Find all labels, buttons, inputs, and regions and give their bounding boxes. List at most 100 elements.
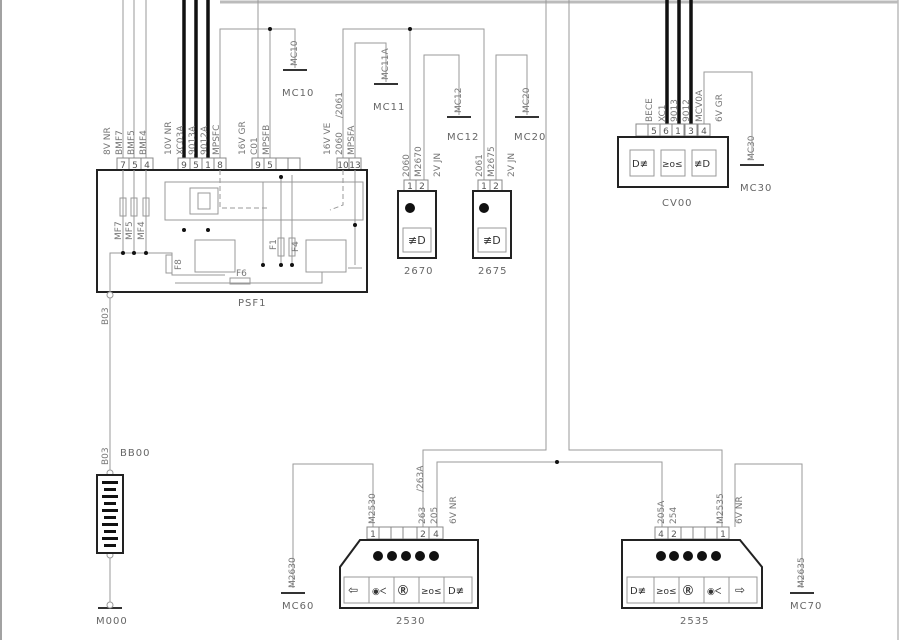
svg-text:F1: F1 xyxy=(269,239,279,250)
svg-text:254: 254 xyxy=(669,507,679,524)
mc70-label: MC70 xyxy=(790,601,822,612)
svg-text:10V NR: 10V NR xyxy=(164,122,174,155)
svg-text:4: 4 xyxy=(433,530,439,540)
svg-text:9012A: 9012A xyxy=(200,125,210,155)
indicator-arrow-icon: ⇨ xyxy=(735,583,745,597)
psf1-fuse-box: MF7 MF5 MF4 F8 F1 F4 F6 xyxy=(96,169,368,293)
mc30-label: MC30 xyxy=(740,183,772,194)
rear-fog-icon: D≢ xyxy=(630,586,646,597)
fog-lamp-icon: ≢D xyxy=(483,234,501,247)
svg-text:6: 6 xyxy=(663,127,669,137)
sidelight-icon: ≥o≤ xyxy=(656,587,677,597)
psf1-wires xyxy=(122,0,528,180)
indicator-arrow-icon: ⇦ xyxy=(348,583,358,597)
svg-text:8: 8 xyxy=(217,161,223,171)
svg-text:205: 205 xyxy=(430,507,440,524)
ground-symbols xyxy=(98,69,814,609)
svg-text:MF4: MF4 xyxy=(137,221,147,240)
svg-text:16V GR: 16V GR xyxy=(238,121,248,155)
svg-text:2: 2 xyxy=(493,182,499,192)
svg-text:MPSFB: MPSFB xyxy=(262,125,272,155)
svg-text:5: 5 xyxy=(267,161,273,171)
svg-text:/2061: /2061 xyxy=(335,92,345,118)
svg-text:6V NR: 6V NR xyxy=(449,496,459,524)
svg-text:1: 1 xyxy=(675,127,681,137)
svg-text:5: 5 xyxy=(132,161,138,171)
svg-text:BMF7: BMF7 xyxy=(115,130,125,155)
mc11-label: MC11 xyxy=(373,102,405,113)
svg-text:2061: 2061 xyxy=(475,154,485,177)
sidelight-icon: ≥o≤ xyxy=(421,587,442,597)
svg-text:M2675: M2675 xyxy=(487,146,497,177)
sidelight-icon: ≥o≤ xyxy=(662,160,683,170)
svg-text:B03: B03 xyxy=(101,307,111,325)
svg-text:4: 4 xyxy=(701,127,707,137)
svg-text:2: 2 xyxy=(671,530,677,540)
svg-text:M2670: M2670 xyxy=(414,146,424,177)
rear-lamp-2535-label: 2535 xyxy=(680,616,709,627)
svg-text:1: 1 xyxy=(370,530,376,540)
lamp-2675-label: 2675 xyxy=(478,266,507,277)
svg-text:F6: F6 xyxy=(236,269,247,279)
mc10-label: MC10 xyxy=(282,88,314,99)
svg-text:9013A: 9013A xyxy=(188,125,198,155)
svg-text:2: 2 xyxy=(420,530,426,540)
svg-text:MF5: MF5 xyxy=(125,221,135,240)
svg-text:MCV0A: MCV0A xyxy=(695,89,705,122)
svg-text:1: 1 xyxy=(481,182,487,192)
svg-text:BMF5: BMF5 xyxy=(127,130,137,155)
svg-text:6V NR: 6V NR xyxy=(735,496,745,524)
battery-label: BB00 xyxy=(120,448,150,459)
svg-text:2V JN: 2V JN xyxy=(433,153,443,177)
svg-text:M2535: M2535 xyxy=(716,493,726,524)
svg-text:9: 9 xyxy=(181,161,187,171)
battery-bb00: B03 B03 xyxy=(96,291,124,609)
mc20-label: MC20 xyxy=(514,132,546,143)
mc12-wire-label: MC12 xyxy=(454,87,464,113)
svg-text:13: 13 xyxy=(349,161,360,171)
m000-label: M000 xyxy=(96,616,128,627)
svg-text:M2530: M2530 xyxy=(368,493,378,524)
mc60-label: MC60 xyxy=(282,601,314,612)
svg-text:9012: 9012 xyxy=(682,99,692,122)
svg-text:16V VE: 16V VE xyxy=(323,122,333,155)
mc12-label: MC12 xyxy=(447,132,479,143)
fog-lamp-icon: ≢D xyxy=(408,234,426,247)
rear-lamp-2530-label: 2530 xyxy=(396,616,425,627)
psf1-wire-labels: 8V NR BMF7 BMF5 BMF4 10V NR XC03A 9013A … xyxy=(103,92,357,155)
svg-text:XC1: XC1 xyxy=(658,104,668,122)
svg-text:2: 2 xyxy=(419,182,425,192)
svg-text:BECE: BECE xyxy=(645,98,655,122)
svg-text:3: 3 xyxy=(688,127,694,137)
svg-text:4: 4 xyxy=(658,530,664,540)
mc10-wire-label: MC10 xyxy=(290,40,300,66)
svg-text:MPSFC: MPSFC xyxy=(212,125,222,155)
reverse-light-icon: Ⓡ xyxy=(398,584,408,597)
svg-text:5: 5 xyxy=(193,161,199,171)
psf1-label: PSF1 xyxy=(238,298,267,309)
lamp-2670-label: 2670 xyxy=(404,266,433,277)
brake-light-icon: ◉ᐸ xyxy=(372,587,387,597)
svg-text:263: 263 xyxy=(418,507,428,524)
svg-text:F8: F8 xyxy=(174,259,184,270)
svg-text:8V NR: 8V NR xyxy=(103,127,113,155)
svg-text:9013: 9013 xyxy=(670,99,680,122)
m2630-label: M2630 xyxy=(288,557,298,588)
reverse-light-icon: Ⓡ xyxy=(683,584,693,597)
brake-light-icon: ◉ᐸ xyxy=(707,587,722,597)
mc20-wire-label: MC20 xyxy=(522,87,532,113)
svg-text:XC03A: XC03A xyxy=(176,125,186,155)
cv00-label: CV00 xyxy=(662,198,693,209)
svg-text:6V GR: 6V GR xyxy=(715,94,725,122)
svg-text:2060: 2060 xyxy=(335,132,345,155)
rear-fog-icon: D≢ xyxy=(632,159,648,170)
svg-text:1: 1 xyxy=(720,530,726,540)
rear-fog-icon: D≢ xyxy=(448,586,464,597)
svg-text:2060: 2060 xyxy=(402,154,412,177)
mc11a-label: MC11A xyxy=(381,47,391,80)
